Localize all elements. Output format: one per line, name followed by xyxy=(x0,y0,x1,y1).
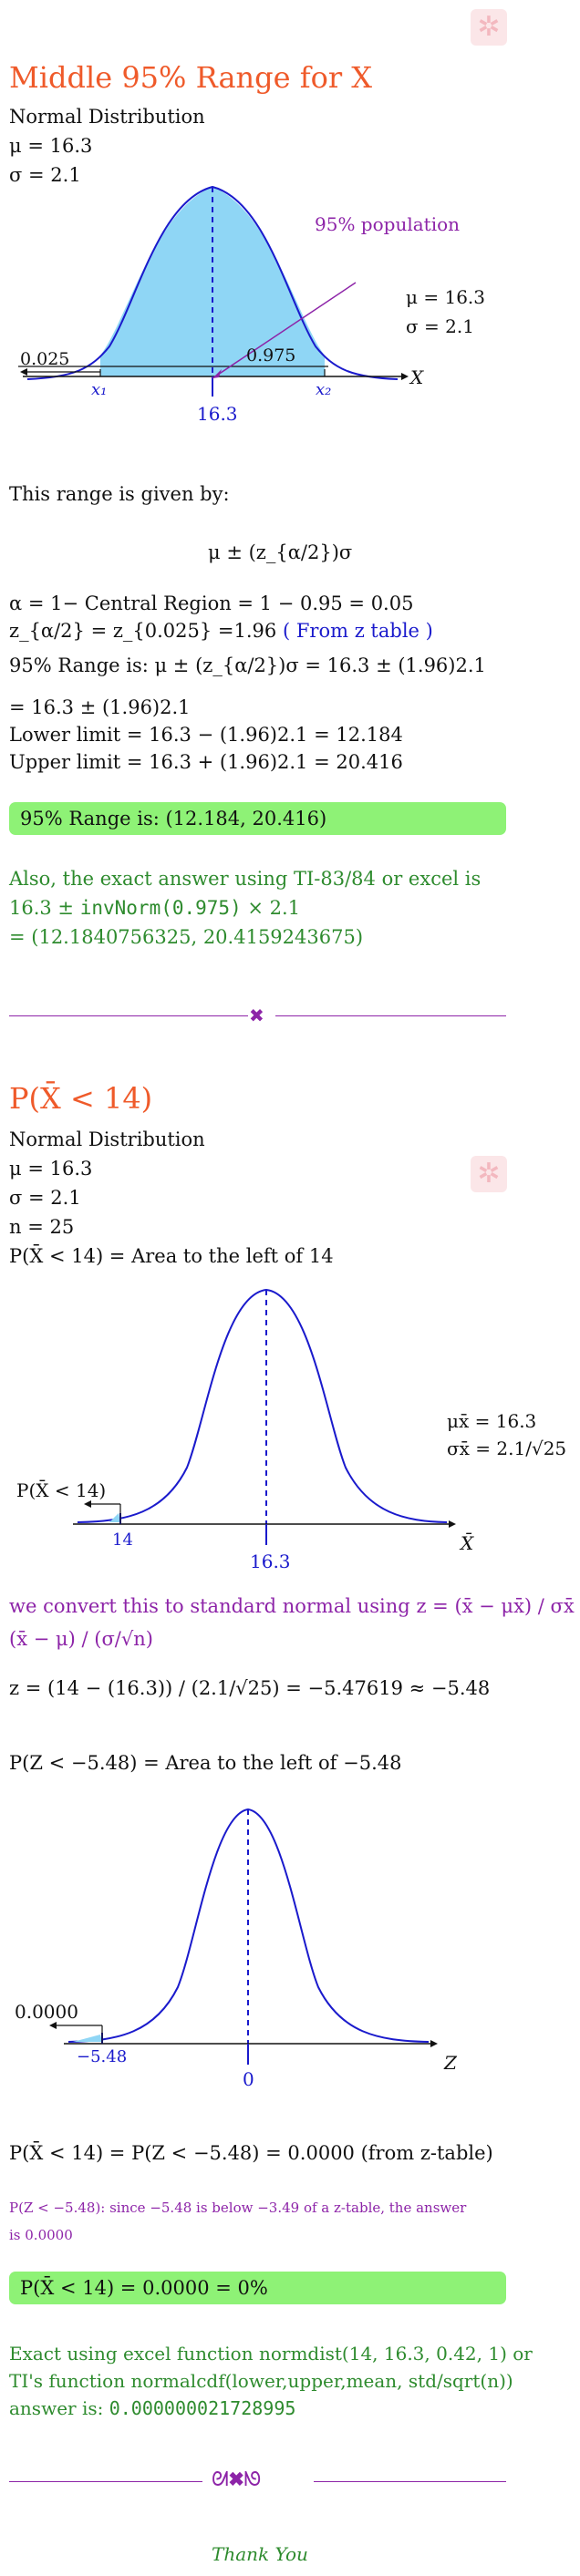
convert-formula: z = (x̄ − μx̄) / σx̄ = xyxy=(416,1595,580,1617)
center-area-label: 0.975 xyxy=(246,345,295,366)
xbar-center-label: 16.3 xyxy=(250,1551,291,1572)
convert-line-2: (x̄ − μ) / (σ/√n) xyxy=(9,1628,153,1650)
sigma-line-2: σ = 2.1 xyxy=(9,1187,81,1209)
annotation-text: 95% population xyxy=(315,213,460,235)
z-line-text: z_{α/2} = z_{0.025} =1.96 xyxy=(9,620,277,642)
axis-label: X xyxy=(409,366,424,388)
section2-title: P(X̄ < 14) xyxy=(9,1081,153,1116)
exact-line-2-b: × 2.1 xyxy=(241,897,301,919)
excel-line-2: TI's function normalcdf(lower,upper,mean… xyxy=(9,2370,513,2392)
range-graph: 95% population μ = 16.3 σ = 2.1 0.025 0.… xyxy=(18,185,485,425)
pointer-line xyxy=(212,282,357,379)
xbar-axis-arrow xyxy=(449,1520,456,1528)
xbar-graph-mu: μx̄ = 16.3 xyxy=(447,1410,536,1432)
answer-box-1: 95% Range is: (12.184, 20.416) xyxy=(9,802,506,835)
z-axis-arrow xyxy=(430,2040,438,2047)
excel-code: 0.000000021728995 xyxy=(109,2397,296,2419)
left-tail-label: 0.025 xyxy=(20,349,69,369)
area-line: P(X̄ < 14) = Area to the left of 14 xyxy=(9,1245,334,1267)
xbar-tail-arrow xyxy=(84,1500,91,1508)
divider-2-icon: ᘛ✖ᘚ xyxy=(212,2468,262,2491)
excel-line-3: answer is: 0.000000021728995 xyxy=(9,2397,295,2420)
divider-2-right xyxy=(314,2481,506,2482)
mu-line-2: μ = 16.3 xyxy=(9,1158,93,1180)
section1-title: Middle 95% Range for X xyxy=(9,60,373,95)
z-center-label: 0 xyxy=(243,2068,254,2090)
x1-label: x₁ xyxy=(91,380,107,399)
range-line: 95% Range is: μ ± (z_{α/2})σ = 16.3 ± (1… xyxy=(9,654,486,676)
exact-line-2: 16.3 ± invNorm(0.975) × 2.1 xyxy=(9,897,300,920)
divider-1-left xyxy=(9,1015,248,1016)
graph-mu: μ = 16.3 xyxy=(406,286,485,308)
logo-icon-2: ✲ xyxy=(471,1156,507,1192)
logo-glyph: ✲ xyxy=(477,11,501,43)
z-tail-area xyxy=(73,2035,102,2042)
z-graph: 0.0000 −5.48 0 Z xyxy=(15,1808,458,2090)
xbar-tick-left-label: 14 xyxy=(112,1530,133,1550)
answer-box-2-text: P(X̄ < 14) = 0.0000 = 0% xyxy=(20,2277,268,2299)
exact-line-1: Also, the exact answer using TI-83/84 or… xyxy=(9,868,482,890)
exact-line-3: = (12.1840756325, 20.4159243675) xyxy=(9,926,364,948)
z-note: ( From z table ) xyxy=(282,620,433,642)
exact-line-2-a: 16.3 ± xyxy=(9,897,80,919)
alpha-line: α = 1− Central Region = 1 − 0.95 = 0.05 xyxy=(9,592,414,614)
graph-sigma: σ = 2.1 xyxy=(406,315,474,337)
logo-icon: ✲ xyxy=(471,9,507,46)
range-intro: This range is given by: xyxy=(9,483,230,505)
divider-1-icon: ✖ xyxy=(249,1005,264,1026)
excel-line-3-text: answer is: xyxy=(9,2397,109,2419)
answer-box-2: P(X̄ < 14) = 0.0000 = 0% xyxy=(9,2272,506,2304)
divider-2-left xyxy=(9,2481,202,2482)
dist-label: Normal Distribution xyxy=(9,106,205,128)
thank-you: Thank You xyxy=(212,2543,308,2565)
z-area: P(Z < −5.48) = Area to the left of −5.48 xyxy=(9,1752,402,1774)
prob-line: P(X̄ < 14) = P(Z < −5.48) = 0.0000 (from… xyxy=(9,2142,493,2164)
x2-label: x₂ xyxy=(316,380,331,399)
xbar-left-label: P(X̄ < 14) xyxy=(16,1479,106,1501)
z-tick-left-label: −5.48 xyxy=(77,2047,127,2066)
excel-line-1: Exact using excel function normdist(14, … xyxy=(9,2343,533,2365)
center-label: 16.3 xyxy=(197,403,238,425)
sigma-line: σ = 2.1 xyxy=(9,164,81,186)
z-line: z_{α/2} = z_{0.025} =1.96 ( From z table… xyxy=(9,620,433,643)
divider-1-right xyxy=(275,1015,506,1016)
xbar-axis-label: X̄ xyxy=(459,1531,474,1554)
convert-line: we convert this to standard normal using… xyxy=(9,1595,580,1618)
pointer-arrow xyxy=(212,369,222,378)
xbar-curve xyxy=(77,1288,448,1523)
exact-code: invNorm(0.975) xyxy=(79,897,242,919)
z-left-label: 0.0000 xyxy=(15,2001,78,2023)
z-tail-arrow xyxy=(49,2022,57,2029)
range-formula: μ ± (z_{α/2})σ xyxy=(208,541,353,563)
tail-arrow xyxy=(20,368,27,376)
note-line-2: is 0.0000 xyxy=(9,2227,73,2243)
note-line-1: P(Z < −5.48): since −5.48 is below −3.49… xyxy=(9,2200,467,2216)
z-calc: z = (14 − (16.3)) / (2.1/√25) = −5.47619… xyxy=(9,1677,491,1699)
range-line2: = 16.3 ± (1.96)2.1 xyxy=(9,696,191,718)
xbar-graph-sigma: σx̄ = 2.1/√25 xyxy=(447,1437,566,1459)
x-axis-arrow xyxy=(401,373,409,380)
dist-label-2: Normal Distribution xyxy=(9,1128,205,1150)
z-axis-label: Z xyxy=(443,2052,458,2074)
upper-limit: Upper limit = 16.3 + (1.96)2.1 = 20.416 xyxy=(9,751,403,773)
xbar-graph: μx̄ = 16.3 σx̄ = 2.1/√25 P(X̄ < 14) 14 1… xyxy=(16,1288,566,1572)
convert-text: we convert this to standard normal using xyxy=(9,1595,410,1617)
lower-limit: Lower limit = 16.3 − (1.96)2.1 = 12.184 xyxy=(9,724,403,746)
mu-line: μ = 16.3 xyxy=(9,135,93,157)
answer-box-1-text: 95% Range is: (12.184, 20.416) xyxy=(20,808,327,829)
logo-glyph-2: ✲ xyxy=(477,1158,501,1190)
n-line: n = 25 xyxy=(9,1216,75,1238)
xbar-tail-area xyxy=(109,1513,120,1522)
